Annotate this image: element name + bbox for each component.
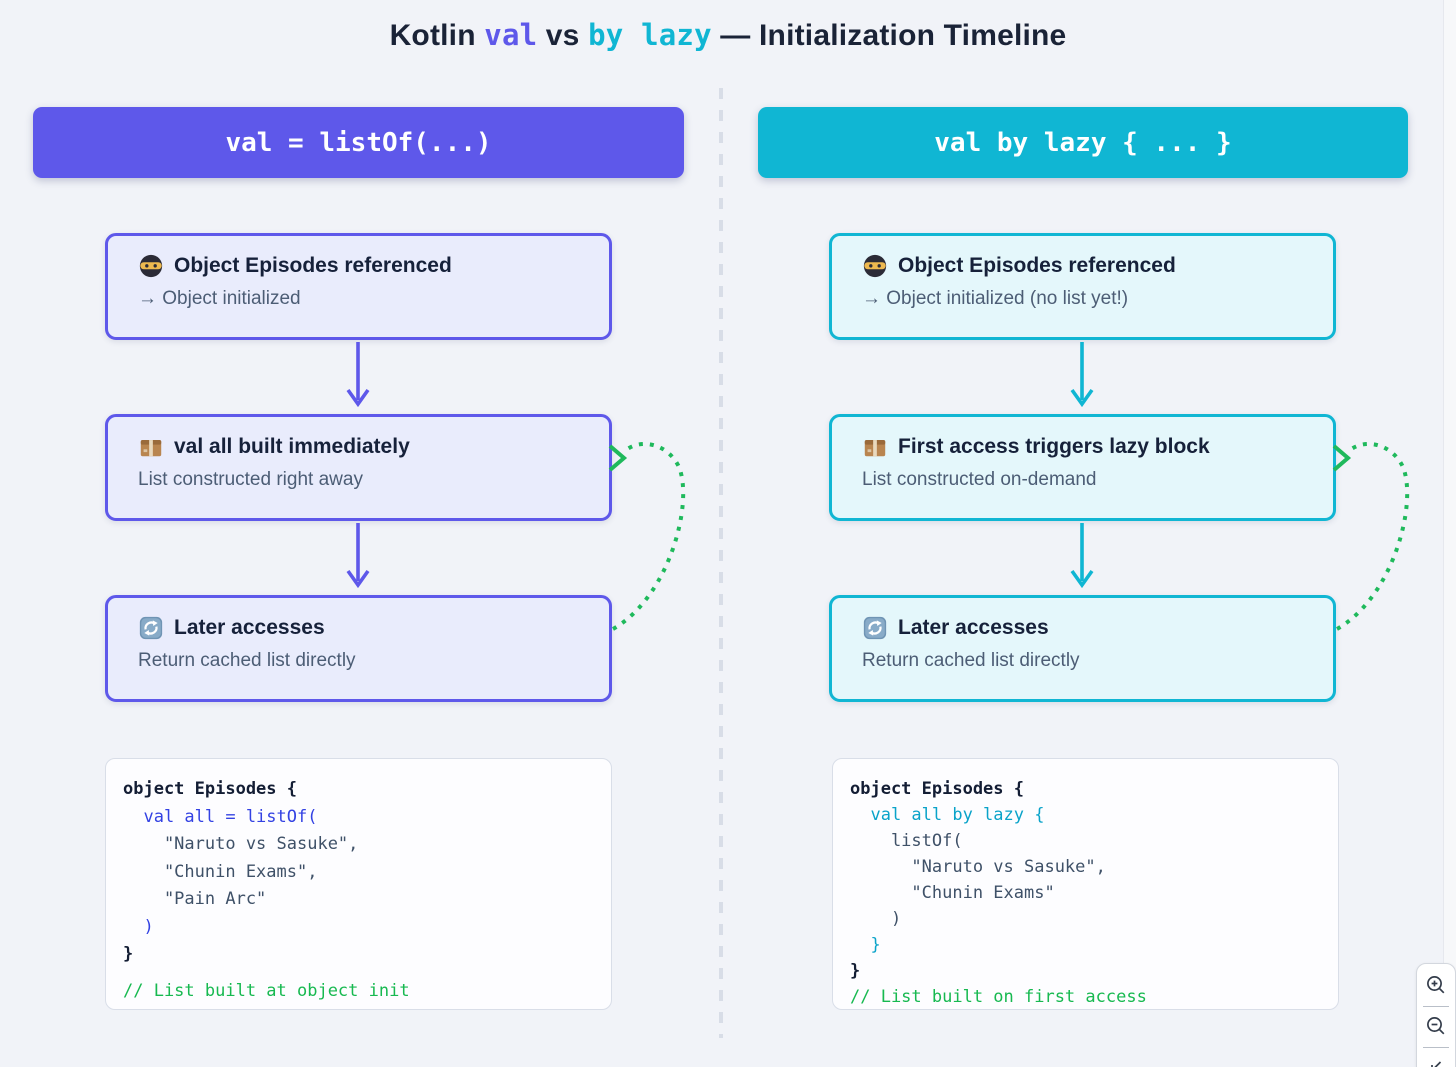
zoom-controls	[1416, 963, 1456, 1067]
code-line: }	[850, 935, 881, 955]
lazy-header-label: val by lazy { ... }	[934, 127, 1232, 158]
zoom-in-button[interactable]	[1418, 968, 1454, 1004]
zoom-in-icon	[1425, 974, 1447, 999]
ninja-icon	[138, 253, 164, 279]
zoom-out-button[interactable]	[1418, 1009, 1454, 1045]
box-title: Later accesses	[898, 616, 1049, 639]
box-subtitle: Return cached list directly	[862, 650, 1080, 671]
code-line: "Pain Arc"	[123, 889, 267, 909]
zoom-out-icon	[1425, 1015, 1447, 1040]
box-title: Object Episodes referenced	[898, 254, 1176, 277]
scrollbar-track[interactable]	[1443, 0, 1456, 1067]
lazy-column-header: val by lazy { ... }	[758, 107, 1408, 178]
title-suffix: — Initialization Timeline	[711, 19, 1067, 52]
node-val-later-accesses: Later accesses Return cached list direct…	[105, 595, 612, 702]
package-icon	[138, 434, 164, 460]
code-line: val all = listOf(	[123, 806, 318, 827]
code-line: }	[123, 944, 134, 964]
reset-view-button[interactable]	[1418, 1050, 1454, 1067]
code-line: // List built at object init	[123, 980, 410, 1001]
code-line: "Chunin Exams"	[850, 883, 1055, 903]
box-title: Later accesses	[174, 616, 325, 639]
cached-loop-arrow	[608, 441, 686, 631]
code-line: "Naruto vs Sasuke",	[850, 857, 1106, 877]
title-lazy-token: by lazy	[588, 18, 712, 52]
column-divider	[719, 88, 723, 1038]
code-line: "Naruto vs Sasuke",	[123, 834, 359, 854]
code-line: object Episodes {	[123, 779, 297, 799]
refresh-icon	[138, 615, 164, 641]
box-title: Object Episodes referenced	[174, 254, 452, 277]
code-line: object Episodes {	[850, 779, 1024, 799]
val-column-header: val = listOf(...)	[33, 107, 684, 178]
divider	[1423, 1006, 1449, 1007]
node-lazy-later-accesses: Later accesses Return cached list direct…	[829, 595, 1336, 702]
box-title: First access triggers lazy block	[898, 435, 1210, 458]
code-line: )	[850, 909, 902, 929]
title-middle: vs	[537, 19, 589, 52]
lazy-code-block: object Episodes { val all by lazy { list…	[832, 758, 1339, 1010]
box-subtitle: Return cached list directly	[138, 650, 356, 671]
node-val-object-referenced: Object Episodes referenced → Object init…	[105, 233, 612, 340]
cached-loop-arrow	[1332, 441, 1410, 631]
code-line: }	[850, 961, 861, 981]
box-subtitle: → Object initialized (no list yet!)	[862, 288, 1129, 309]
val-header-label: val = listOf(...)	[225, 127, 492, 158]
title-val-token: val	[484, 18, 538, 52]
title-prefix: Kotlin	[389, 19, 485, 52]
code-line: listOf(	[850, 831, 963, 851]
node-lazy-first-access: First access triggers lazy block List co…	[829, 414, 1336, 521]
code-line: "Chunin Exams",	[123, 861, 318, 882]
package-icon	[862, 434, 888, 460]
val-code-block: object Episodes { val all = listOf( "Nar…	[105, 758, 612, 1010]
code-line: )	[123, 916, 154, 937]
code-line: val all by lazy {	[850, 805, 1045, 825]
box-title: val all built immediately	[174, 435, 410, 458]
reset-view-icon	[1425, 1056, 1447, 1067]
ninja-icon	[862, 253, 888, 279]
code-line: // List built on first access	[850, 987, 1147, 1007]
divider	[1423, 1047, 1449, 1048]
page-title: Kotlin val vs by lazy — Initialization T…	[0, 18, 1456, 53]
box-subtitle: List constructed on-demand	[862, 469, 1097, 490]
box-subtitle: List constructed right away	[138, 469, 363, 490]
box-subtitle: → Object initialized	[138, 288, 301, 309]
node-lazy-object-referenced: Object Episodes referenced → Object init…	[829, 233, 1336, 340]
node-val-built-immediately: val all built immediately List construct…	[105, 414, 612, 521]
refresh-icon	[862, 615, 888, 641]
